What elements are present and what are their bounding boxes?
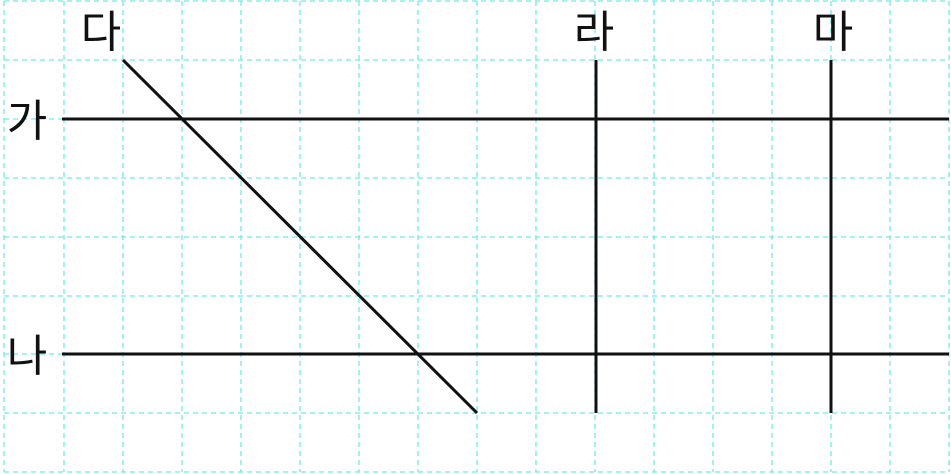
- lines: [62, 58, 949, 415]
- label-ma: 마: [813, 7, 853, 58]
- label-ra: 라: [574, 7, 614, 58]
- line-da: [121, 58, 479, 415]
- label-da: 다: [81, 7, 121, 58]
- label-ga: 가: [7, 96, 47, 147]
- label-na: 나: [7, 331, 47, 382]
- grid: [3, 0, 950, 473]
- labels: 가 나 다 라 마: [7, 7, 853, 382]
